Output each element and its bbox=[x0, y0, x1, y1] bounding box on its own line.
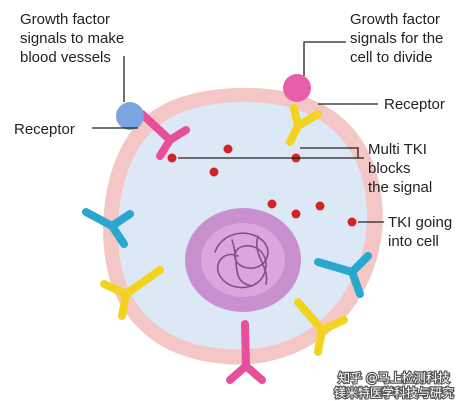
label-growth-factor-left-3: blood vessels bbox=[20, 49, 111, 66]
receptor-pink-bottom bbox=[226, 320, 266, 384]
watermark-line-2: 镁米特医学科技与研究 bbox=[334, 385, 454, 400]
labels: Growth factor signals to make blood vess… bbox=[14, 11, 452, 250]
receptor-yellow-lower-right bbox=[294, 298, 348, 356]
label-growth-factor-right-3: cell to divide bbox=[350, 49, 433, 66]
label-growth-factor-left: Growth factor bbox=[20, 11, 110, 28]
leader-lines bbox=[92, 41, 384, 223]
label-receptor-right: Receptor bbox=[384, 96, 445, 113]
label-multi-tki-2: blocks bbox=[368, 160, 411, 177]
watermark: 知乎 @马上检测科技 镁米特医学科技与研究 bbox=[333, 369, 455, 401]
receptor-blue-left bbox=[82, 208, 134, 248]
watermark-line-1: 知乎 @马上检测科技 bbox=[338, 370, 450, 385]
tki-dot bbox=[209, 167, 219, 177]
tki-dot bbox=[315, 201, 325, 211]
leader-cell-divide bbox=[303, 41, 346, 76]
label-growth-factor-right: Growth factor bbox=[350, 11, 440, 28]
receptors bbox=[82, 104, 372, 384]
label-growth-factor-right-2: signals for the bbox=[350, 30, 443, 47]
label-tki-going: TKI going bbox=[388, 214, 452, 231]
tki-dot bbox=[223, 144, 233, 154]
label-multi-tki: Multi TKI bbox=[368, 141, 427, 158]
label-receptor-left: Receptor bbox=[14, 121, 75, 138]
nucleus bbox=[185, 208, 301, 312]
tki-molecules bbox=[167, 144, 357, 227]
growth-factor-blue-ligand bbox=[116, 102, 144, 130]
receptor-yellow-left bbox=[100, 266, 164, 320]
label-tki-going-2: into cell bbox=[388, 233, 439, 250]
tki-dot bbox=[167, 153, 177, 163]
receptor-yellow-upper-right bbox=[286, 104, 322, 146]
growth-factor-pink-ligand bbox=[283, 74, 311, 102]
tki-dot bbox=[291, 209, 301, 219]
tki-dot bbox=[347, 217, 357, 227]
label-growth-factor-left-2: signals to make bbox=[20, 30, 124, 47]
leader-multi-tki bbox=[178, 147, 364, 159]
receptor-pink-upper-left bbox=[138, 110, 190, 160]
nucleus-inner bbox=[201, 223, 285, 297]
tki-dot bbox=[267, 199, 277, 209]
label-multi-tki-3: the signal bbox=[368, 179, 432, 196]
receptor-blue-right bbox=[314, 252, 372, 298]
chromatin bbox=[214, 232, 269, 289]
